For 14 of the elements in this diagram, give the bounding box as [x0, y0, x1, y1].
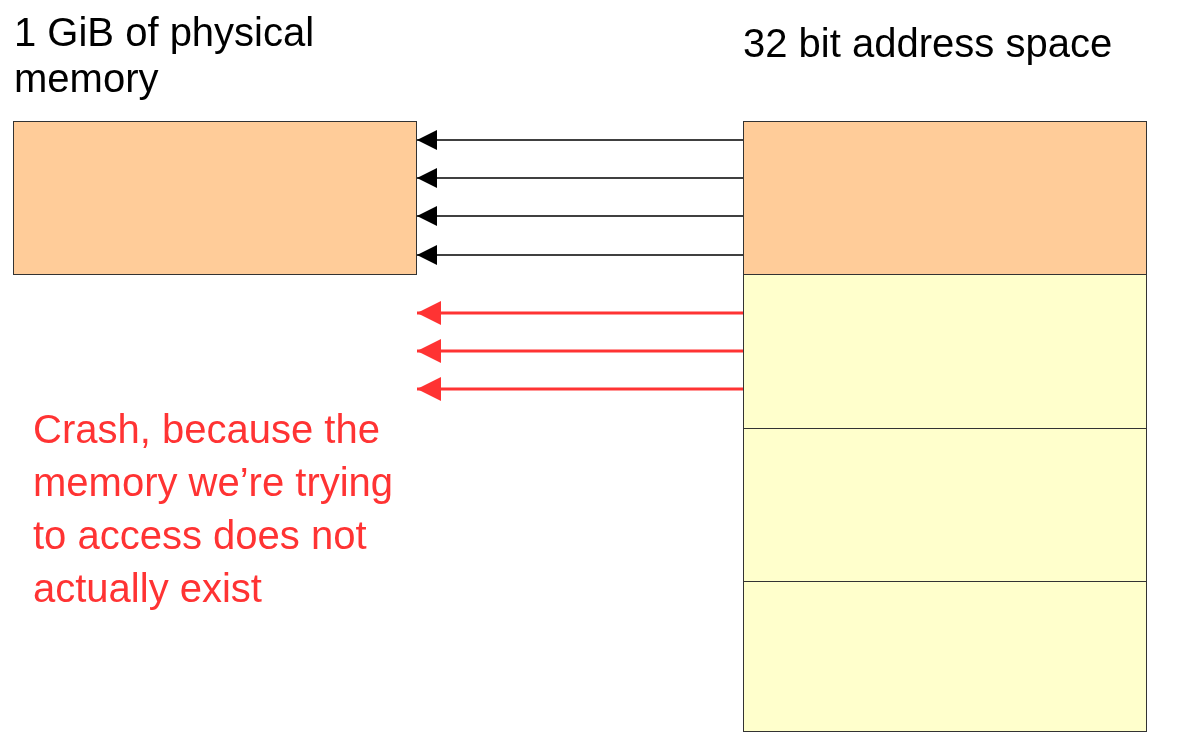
arrow	[417, 377, 743, 401]
memory-block	[743, 581, 1147, 732]
heading: 1 GiB of physical memory	[14, 9, 316, 101]
memory-block	[743, 274, 1147, 429]
arrow	[417, 339, 743, 363]
heading: 32 bit address space	[743, 20, 1114, 66]
arrow	[417, 301, 743, 325]
arrow	[416, 206, 744, 226]
memory-block	[743, 428, 1147, 582]
arrow	[416, 168, 744, 188]
arrow	[416, 245, 744, 265]
arrow	[416, 130, 744, 150]
memory-block	[743, 121, 1147, 275]
note: Crash, because the memory we’re trying to access does not actually exist	[33, 406, 395, 612]
